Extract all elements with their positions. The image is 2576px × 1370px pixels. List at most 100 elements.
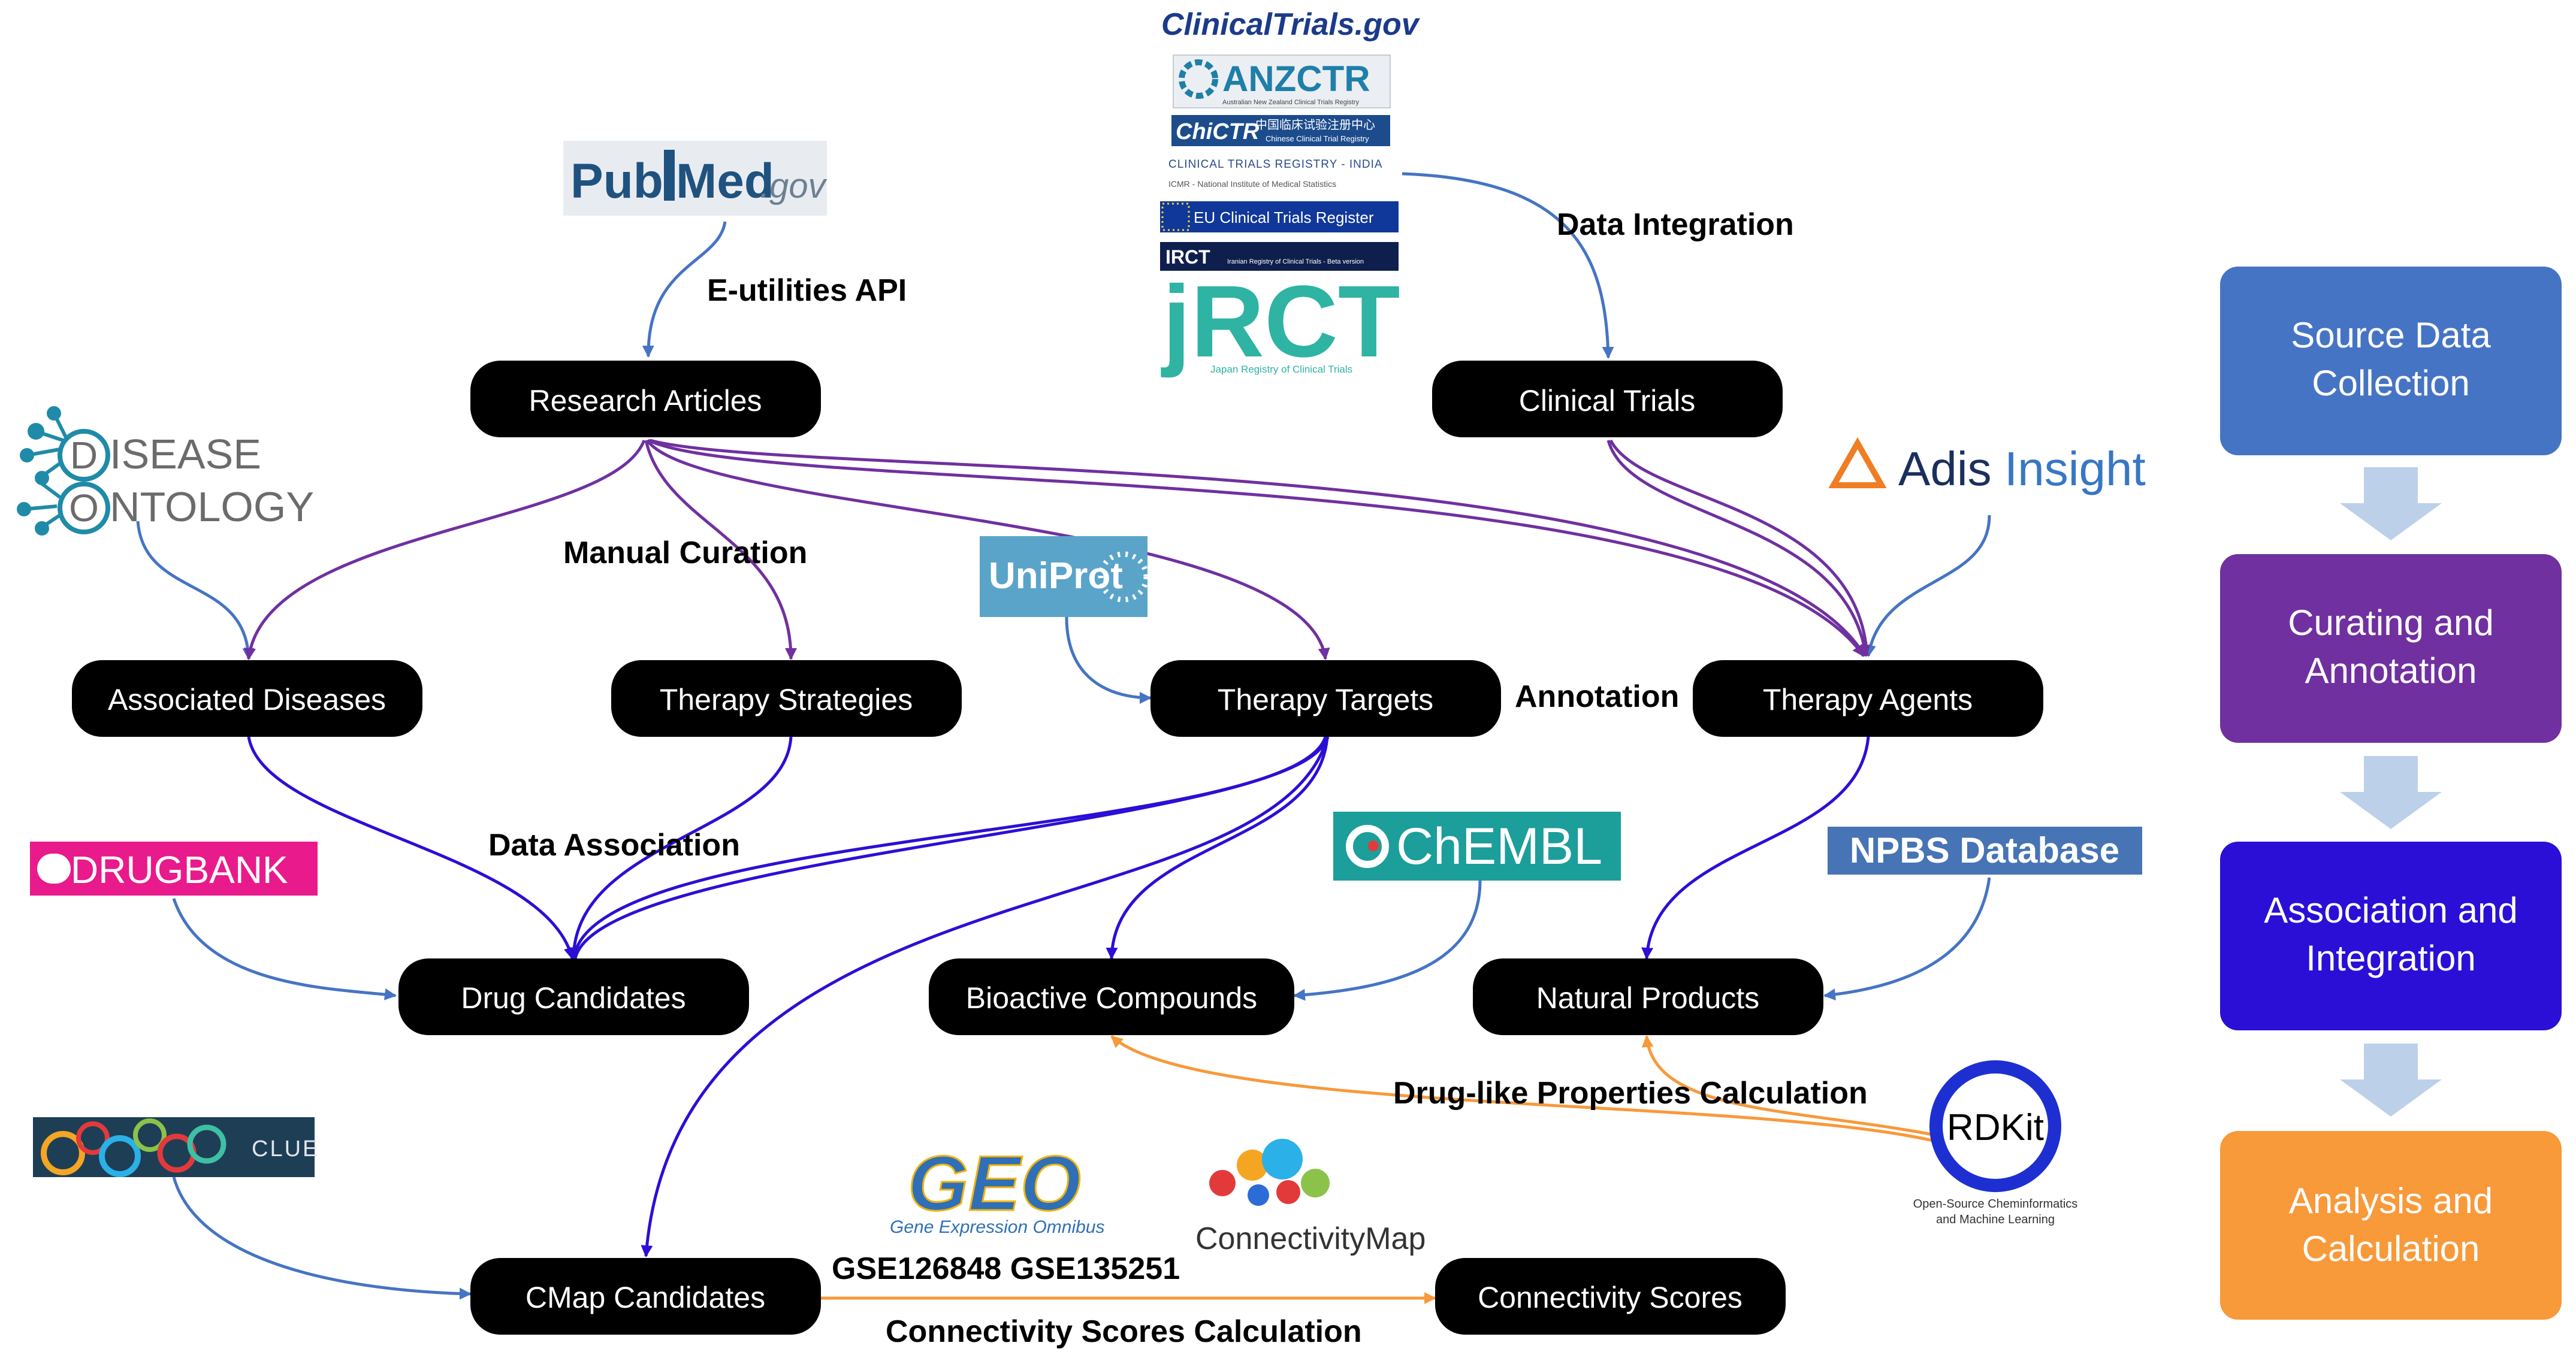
node-natural-products-label: Natural Products: [1536, 981, 1759, 1015]
stage-curation-line1: Curating and: [2288, 603, 2494, 643]
irct-logo: IRCT Iranian Registry of Clinical Trials…: [1160, 242, 1399, 271]
svg-text:RDKit: RDKit: [1947, 1107, 2044, 1148]
stage-legend: Source Data Collection Curating and Anno…: [2220, 267, 2562, 1320]
label-gse: GSE126848 GSE135251: [832, 1251, 1180, 1286]
svg-text:ICMR - National Institute of M: ICMR - National Institute of Medical Sta…: [1168, 179, 1336, 189]
node-research-articles-label: Research Articles: [529, 384, 762, 418]
node-cmap-candidates[interactable]: CMap Candidates: [470, 1258, 821, 1335]
edge-drugbank-drug: [172, 898, 397, 1000]
svg-text:NPBS Database: NPBS Database: [1850, 830, 2119, 870]
nodes: Research Articles Clinical Trials Associ…: [72, 361, 2043, 1335]
edge-research-targets: [645, 439, 1330, 660]
svg-text:ConnectivityMap: ConnectivityMap: [1195, 1221, 1426, 1256]
trial-registries-logos: ClinicalTrials.gov ANZCTR Australian New…: [1160, 7, 1421, 379]
edge-targets-drug-b: [573, 736, 1328, 959]
edge-clinical-agents-b: [1609, 439, 1869, 657]
stage-association-line2: Integration: [2306, 938, 2476, 978]
ctri-logo: CLINICAL TRIALS REGISTRY - INDIA ICMR - …: [1168, 158, 1383, 189]
drugbank-logo: DRUGBANK: [30, 842, 318, 896]
svg-text:EU Clinical Trials Register: EU Clinical Trials Register: [1194, 208, 1374, 226]
edge-targets-bioactive: [1106, 736, 1329, 960]
svg-text:Pub: Pub: [570, 154, 663, 208]
svg-text:ANZCTR: ANZCTR: [1222, 59, 1370, 99]
pubmed-logo: Pub Med .gov: [563, 141, 828, 216]
node-connectivity-scores[interactable]: Connectivity Scores: [1435, 1258, 1786, 1335]
node-therapy-targets-label: Therapy Targets: [1218, 683, 1433, 716]
edge-labels: E-utilities API Data Integration Manual …: [488, 207, 1868, 1349]
node-drug-candidates[interactable]: Drug Candidates: [398, 958, 749, 1035]
molecule-icon: [1346, 825, 1389, 868]
edge-uniprot-targets: [1065, 616, 1152, 704]
node-associated-diseases-label: Associated Diseases: [108, 683, 386, 716]
stage-arrow-1: [2340, 467, 2442, 540]
svg-text:中国临床试验注册中心: 中国临床试验注册中心: [1255, 118, 1375, 132]
label-connectivity-calc: Connectivity Scores Calculation: [886, 1314, 1362, 1349]
svg-text:Japan Registry of Clinical Tri: Japan Registry of Clinical Trials: [1210, 364, 1352, 375]
svg-text:IRCT: IRCT: [1165, 246, 1210, 268]
label-annotation: Annotation: [1515, 679, 1679, 714]
svg-text:jRCT: jRCT: [1161, 265, 1400, 379]
svg-text:Chinese Clinical Trial Registr: Chinese Clinical Trial Registry: [1266, 134, 1369, 143]
svg-text:Iranian Registry of Clinical T: Iranian Registry of Clinical Trials - Be…: [1227, 258, 1364, 265]
stage-curation-line2: Annotation: [2305, 651, 2477, 691]
stage-association-line1: Association and: [2264, 890, 2518, 930]
node-cmap-candidates-label: CMap Candidates: [526, 1281, 765, 1314]
edge-targets-cmap: [641, 736, 1330, 1257]
label-drug-like: Drug-like Properties Calculation: [1393, 1076, 1868, 1111]
edge-diseases-drug: [247, 736, 576, 960]
disease-ontology-logo: D ISEASE O NTOLOGY: [17, 406, 314, 536]
stage-association-integration: Association and Integration: [2220, 842, 2562, 1030]
svg-text:O: O: [69, 486, 99, 530]
svg-text:.gov: .gov: [760, 167, 828, 205]
svg-text:Open-Source Cheminformatics: Open-Source Cheminformatics: [1913, 1197, 2078, 1211]
stage-analysis-line2: Calculation: [2302, 1229, 2480, 1269]
node-natural-products[interactable]: Natural Products: [1473, 958, 1823, 1035]
svg-text:NTOLOGY: NTOLOGY: [110, 483, 314, 530]
node-drug-candidates-label: Drug Candidates: [461, 981, 685, 1015]
svg-text:Med: Med: [676, 154, 774, 208]
uniprot-logo: UniProt: [980, 536, 1149, 617]
node-therapy-agents[interactable]: Therapy Agents: [1693, 660, 2043, 737]
jrct-logo: jRCT Japan Registry of Clinical Trials: [1161, 265, 1400, 379]
node-research-articles[interactable]: Research Articles: [470, 361, 821, 437]
node-bioactive-compounds[interactable]: Bioactive Compounds: [929, 958, 1294, 1035]
chembl-logo: ChEMBL: [1333, 812, 1621, 881]
stage-source-line1: Source Data: [2291, 315, 2491, 355]
node-connectivity-scores-label: Connectivity Scores: [1478, 1281, 1743, 1314]
label-data-association: Data Association: [488, 828, 740, 863]
svg-text:ChiCTR: ChiCTR: [1176, 119, 1260, 144]
clue-logo: CLUE: [33, 1117, 319, 1177]
node-clinical-trials[interactable]: Clinical Trials: [1432, 361, 1783, 437]
label-data-integration: Data Integration: [1557, 207, 1794, 242]
svg-text:CLINICAL TRIALS REGISTRY - IND: CLINICAL TRIALS REGISTRY - INDIA: [1168, 158, 1383, 171]
edge-npbs-natural: [1823, 877, 1991, 1001]
label-e-utilities: E-utilities API: [707, 273, 907, 308]
svg-text:DRUGBANK: DRUGBANK: [71, 848, 288, 891]
edge-research-diseases: [244, 440, 646, 660]
edge-chembl-bioactive: [1293, 880, 1482, 1001]
label-manual-curation: Manual Curation: [563, 536, 807, 570]
node-therapy-strategies[interactable]: Therapy Strategies: [611, 660, 962, 737]
edge-rdkit-bioactive: [1110, 1035, 1936, 1143]
stage-analysis-line1: Analysis and: [2289, 1181, 2493, 1221]
edge-doid-diseases: [136, 521, 255, 660]
edge-rdkit-natural: [1641, 1035, 1936, 1137]
node-bioactive-compounds-label: Bioactive Compounds: [966, 981, 1257, 1015]
edge-pubmed-research: [642, 221, 727, 358]
svg-text:GEO: GEO: [908, 1139, 1081, 1227]
triangle-icon: [1828, 437, 1887, 488]
svg-text:Adis: Adis: [1898, 442, 1992, 495]
svg-text:CLUE: CLUE: [252, 1136, 319, 1162]
npbs-logo: NPBS Database: [1828, 827, 2142, 875]
svg-text:D: D: [70, 434, 98, 477]
geo-logo: GEO Gene Expression Omnibus: [890, 1139, 1105, 1238]
anzctr-logo: ANZCTR Australian New Zealand Clinical T…: [1173, 55, 1391, 108]
edge-registries-clinical: [1402, 172, 1614, 359]
node-therapy-targets[interactable]: Therapy Targets: [1150, 660, 1501, 737]
node-therapy-agents-label: Therapy Agents: [1763, 683, 1973, 716]
svg-text:Australian New Zealand Clinica: Australian New Zealand Clinical Trials R…: [1222, 99, 1360, 106]
dots-icon: [1098, 551, 1149, 603]
edge-clinical-agents-a: [1606, 440, 1871, 657]
node-associated-diseases[interactable]: Associated Diseases: [72, 660, 422, 737]
